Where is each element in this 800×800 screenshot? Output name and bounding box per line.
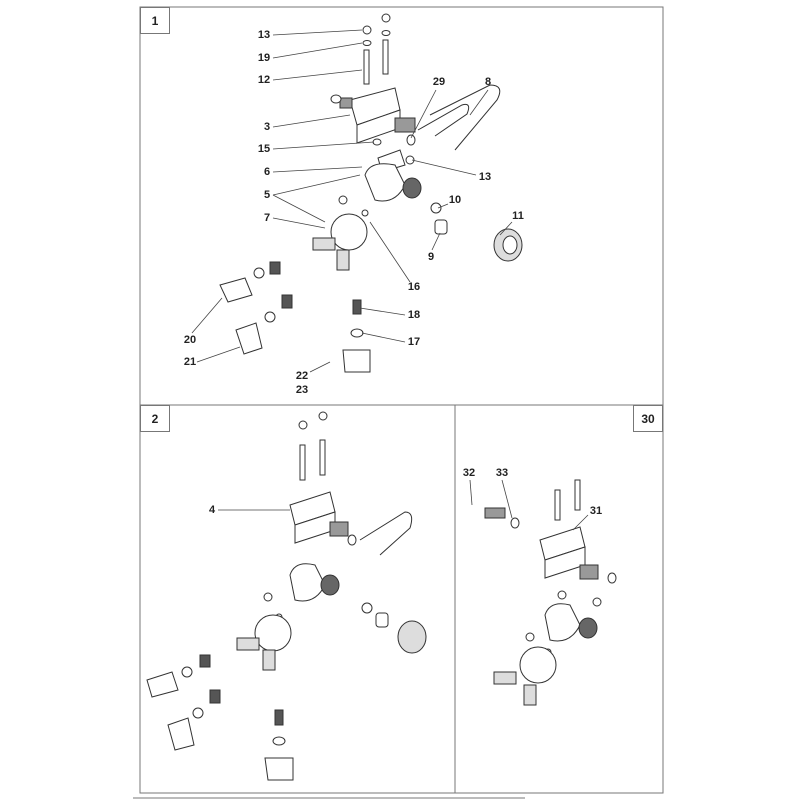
callout: 31 bbox=[589, 505, 603, 517]
callout: 17 bbox=[407, 336, 421, 348]
callout: 29 bbox=[432, 76, 446, 88]
assembly-1 bbox=[219, 13, 523, 373]
callout: 16 bbox=[407, 281, 421, 293]
callout: 5 bbox=[263, 189, 271, 201]
assembly-30 bbox=[484, 479, 617, 706]
callout: 11 bbox=[512, 210, 524, 222]
callout: 10 bbox=[448, 194, 462, 206]
callout: 8 bbox=[484, 76, 492, 88]
callout: 7 bbox=[263, 212, 271, 224]
callout: 32 bbox=[462, 467, 476, 479]
panel-tag-1: 1 bbox=[140, 7, 170, 34]
callout: 6 bbox=[263, 166, 271, 178]
leader-lines bbox=[191, 29, 589, 531]
panel-frames bbox=[139, 6, 664, 794]
callout: 9 bbox=[427, 251, 435, 263]
assembly-2 bbox=[146, 411, 427, 781]
panel-tag-30: 30 bbox=[633, 405, 663, 432]
callout: 18 bbox=[407, 309, 421, 321]
callout: 13 bbox=[257, 29, 271, 41]
callout: 21 bbox=[183, 356, 197, 368]
callout: 23 bbox=[295, 384, 309, 396]
panel-tag-2: 2 bbox=[140, 405, 170, 432]
callout: 13 bbox=[478, 171, 492, 183]
callout: 19 bbox=[257, 52, 271, 64]
callout: 15 bbox=[257, 143, 271, 155]
callout: 20 bbox=[183, 334, 197, 346]
callout: 33 bbox=[495, 467, 509, 479]
callout: 4 bbox=[208, 504, 216, 516]
callout: 22 bbox=[295, 370, 309, 382]
callout: 12 bbox=[257, 74, 271, 86]
callout: 3 bbox=[263, 121, 271, 133]
